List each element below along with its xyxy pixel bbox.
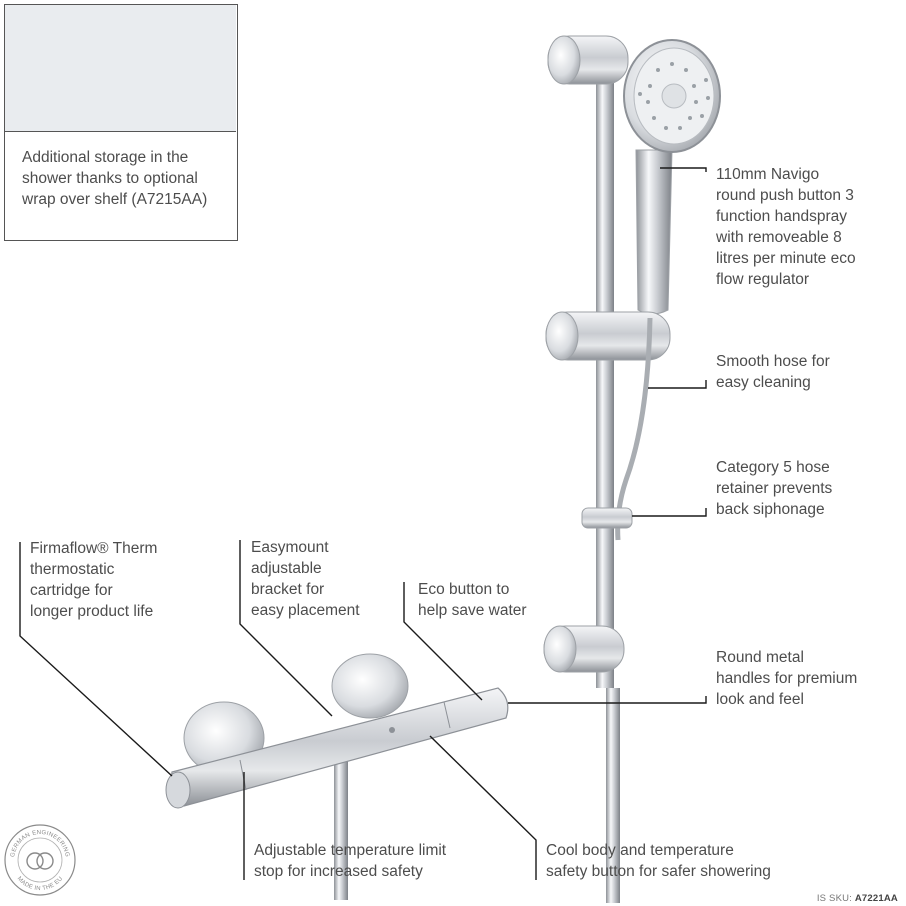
callout-handles: Round metal handles for premium look and… bbox=[716, 649, 858, 708]
slider-bracket bbox=[545, 311, 671, 361]
leader-eco bbox=[403, 582, 483, 701]
shelf-inset: Additional storage in the shower thanks … bbox=[4, 4, 238, 241]
sku-line: IS SKU: A7221AA bbox=[817, 893, 898, 904]
svg-text:MADE IN THE EU: MADE IN THE EU bbox=[16, 876, 65, 892]
handspray bbox=[623, 39, 721, 315]
wall-bracket-lower bbox=[543, 625, 625, 673]
sku-code: A7221AA bbox=[854, 893, 898, 904]
callout-hose: Smooth hose for easy cleaning bbox=[716, 353, 830, 391]
hose-retainer bbox=[581, 507, 633, 529]
leader-hose bbox=[648, 380, 707, 389]
shelf-caption: Additional storage in the shower thanks … bbox=[22, 149, 208, 208]
badge-logo-icon bbox=[26, 852, 44, 870]
callout-eco: Eco button to help save water bbox=[418, 581, 527, 619]
leader-coolbody bbox=[429, 735, 537, 880]
top-bracket bbox=[547, 35, 629, 85]
callout-templimit: Adjustable temperature limit stop for in… bbox=[254, 842, 447, 880]
callout-retainer: Category 5 hose retainer prevents back s… bbox=[716, 459, 833, 518]
callout-cartridge: Firmaflow® Therm thermostatic cartridge … bbox=[30, 540, 158, 620]
badge-bottom-text: MADE IN THE EU bbox=[16, 876, 64, 892]
callout-easymount: Easymount adjustable bracket for easy pl… bbox=[251, 539, 360, 619]
sku-label: IS SKU: bbox=[816, 893, 853, 904]
riser-rail bbox=[594, 38, 620, 903]
leader-easymount bbox=[239, 540, 333, 717]
shelf-image-area bbox=[5, 5, 236, 132]
thermostatic-valve bbox=[165, 653, 509, 900]
german-engineering-badge: GERMAN ENGINEERING MADE IN THE EU bbox=[4, 824, 76, 896]
leader-retainer bbox=[632, 508, 707, 517]
leader-handspray bbox=[660, 167, 707, 172]
leader-cartridge bbox=[19, 542, 173, 777]
leader-handles bbox=[508, 696, 707, 704]
callout-handspray: 110mm Navigo round push button 3 functio… bbox=[716, 166, 856, 288]
callout-coolbody: Cool body and temperature safety button … bbox=[546, 842, 771, 880]
